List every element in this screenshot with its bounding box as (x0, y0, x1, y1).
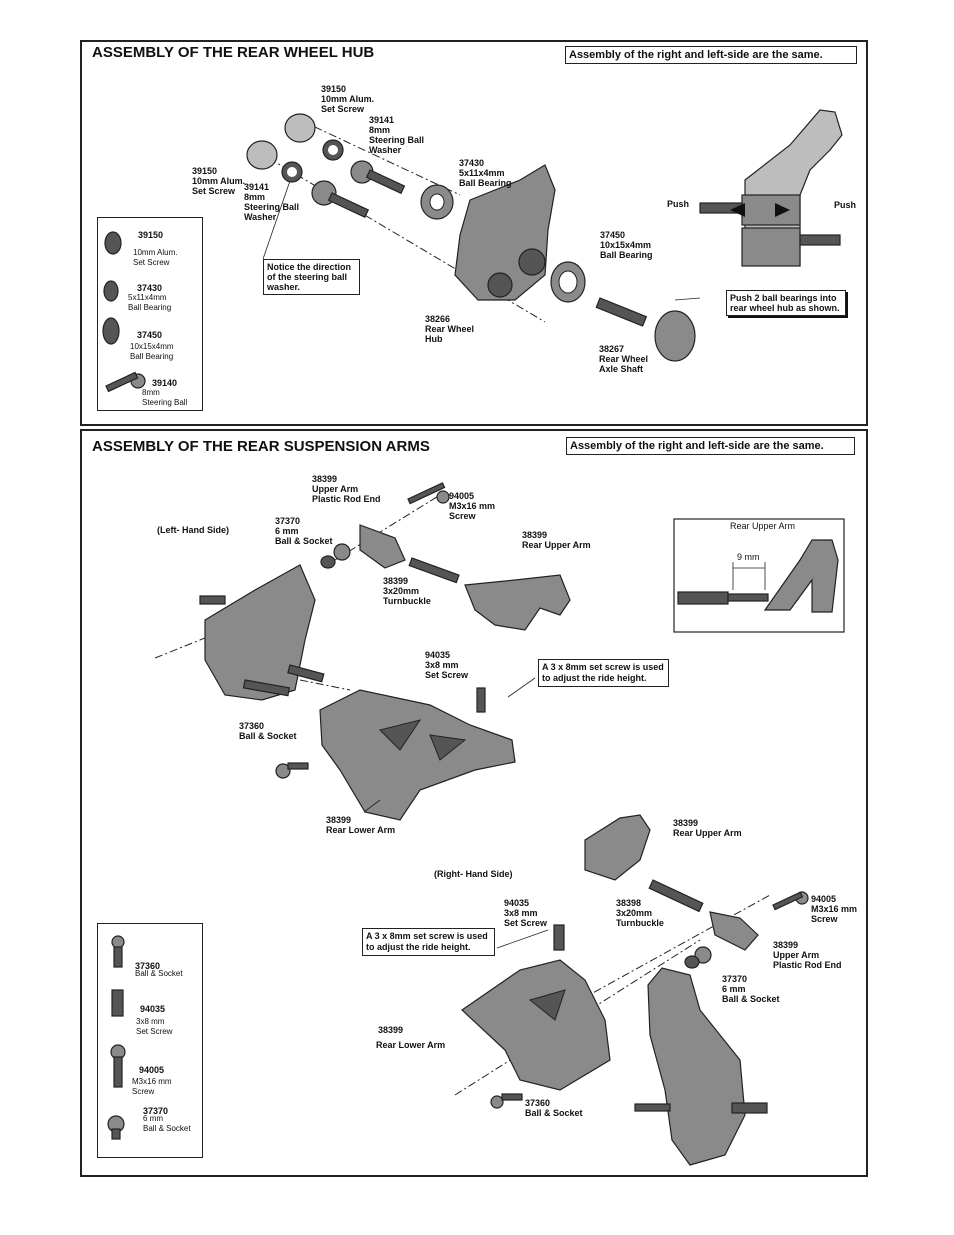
label-a6: 94035 3x8 mm Set Screw (425, 650, 469, 680)
label-39150-top: 39150 10mm Alum. Set Screw (321, 84, 375, 114)
right-hub-shape (647, 967, 746, 1166)
label-b2: 94035 3x8 mm Set Screw (504, 898, 548, 928)
label-push-right: Push (834, 200, 857, 210)
arms-legend-code-0: 37360 (135, 961, 161, 971)
ride-height-callout-right: A 3 x 8mm set screw is used to adjust th… (362, 928, 495, 956)
left-upper-arm-shape (464, 574, 571, 631)
label-37450: 37450 10x15x4mm Ball Bearing (600, 230, 653, 260)
legend-ball-socket-icon (111, 935, 125, 949)
right-upper-arm-shape (584, 814, 651, 881)
label-b8: Rear Lower Arm (376, 1040, 446, 1050)
label-b6: 37370 6 mm Ball & Socket (722, 974, 780, 1004)
hub-same-side-note: Assembly of the right and left-side are … (565, 46, 857, 64)
left-lower-arm-shape (319, 689, 516, 821)
right-side-label: (Right- Hand Side) (434, 869, 513, 879)
label-39141-left: 39141 8mm Steering Ball Washer (244, 182, 300, 222)
label-39141-top: 39141 8mm Steering Ball Washer (369, 115, 425, 155)
legend-code-3: 39140 (152, 378, 178, 388)
label-b7: 38399 (378, 1025, 404, 1035)
legend-desc-3: 8mm Steering Ball (142, 388, 188, 407)
legend-desc-2: 10x15x4mm Ball Bearing (130, 342, 174, 361)
arms-legend-desc-1: 3x8 mm Set Screw (136, 1017, 173, 1036)
legend-code-1: 37430 (137, 283, 163, 293)
inset-title: Rear Upper Arm (730, 521, 796, 531)
label-a7: 37360 Ball & Socket (239, 721, 297, 741)
arms-section-title: ASSEMBLY OF THE REAR SUSPENSION ARMS (92, 438, 430, 455)
push-bearings-callout: Push 2 ball bearings into rear wheel hub… (726, 290, 846, 316)
label-b9: 37360 Ball & Socket (525, 1098, 583, 1118)
rear-wheel-hub-panel (80, 40, 868, 426)
label-b3: 38398 3x20mm Turnbuckle (616, 898, 664, 928)
arms-legend-desc-2: M3x16 mm Screw (132, 1077, 172, 1096)
legend-set-screw-icon (111, 989, 124, 1017)
label-a5: 38399 3x20mm Turnbuckle (383, 576, 431, 606)
legend-desc-1: 5x11x4mm Ball Bearing (128, 293, 172, 312)
label-a3: 37370 6 mm Ball & Socket (275, 516, 333, 546)
arms-parts-legend: 37360 Ball & Socket 94035 3x8 mm Set Scr… (97, 923, 203, 1158)
arms-same-side-note: Assembly of the right and left-side are … (566, 437, 855, 455)
hub-parts-legend: 39150 10mm Alum. Set Screw 37430 5x11x4m… (97, 217, 203, 411)
label-push-left: Push (667, 199, 690, 209)
label-a4: 38399 Rear Upper Arm (522, 530, 591, 550)
legend-code-2: 37450 (137, 330, 163, 340)
arms-legend-code-2: 94005 (139, 1065, 165, 1075)
left-hub-shape (204, 564, 316, 701)
inset-dimension: 9 mm (737, 552, 760, 562)
label-38267: 38267 Rear Wheel Axle Shaft (599, 344, 649, 374)
rear-suspension-panel (80, 429, 868, 1177)
arms-legend-code-3: 37370 (143, 1106, 169, 1116)
set-screw-icon (284, 113, 316, 143)
label-38266: 38266 Rear Wheel Hub (425, 314, 475, 344)
legend-bearing-large-icon (102, 317, 120, 345)
ride-height-callout-left: A 3 x 8mm set screw is used to adjust th… (538, 659, 669, 687)
label-37430: 37430 5x11x4mm Ball Bearing (459, 158, 512, 188)
washer-direction-callout: Notice the direction of the steering bal… (263, 259, 360, 295)
arms-legend-desc-0: Ball & Socket (135, 969, 183, 978)
label-39150-left: 39150 10mm Alum. Set Screw (192, 166, 246, 196)
legend-code-0: 39150 (138, 230, 164, 240)
arms-legend-code-1: 94035 (140, 1004, 166, 1014)
legend-set-screw-icon (104, 231, 122, 255)
label-a1: 38399 Upper Arm Plastic Rod End (312, 474, 381, 504)
label-a8: 38399 Rear Lower Arm (326, 815, 396, 835)
label-b4: 94005 M3x16 mm Screw (811, 894, 858, 924)
arms-legend-desc-3: 6 mm Ball & Socket (143, 1114, 191, 1133)
label-b1: 38399 Rear Upper Arm (673, 818, 742, 838)
right-lower-arm-shape (461, 959, 611, 1091)
label-a2: 94005 M3x16 mm Screw (449, 491, 496, 521)
legend-desc-0: 10mm Alum. Set Screw (133, 248, 178, 267)
legend-bearing-small-icon (103, 280, 119, 302)
label-b5: 38399 Upper Arm Plastic Rod End (773, 940, 842, 970)
left-side-label: (Left- Hand Side) (157, 525, 229, 535)
hub-section-title: ASSEMBLY OF THE REAR WHEEL HUB (92, 44, 375, 61)
